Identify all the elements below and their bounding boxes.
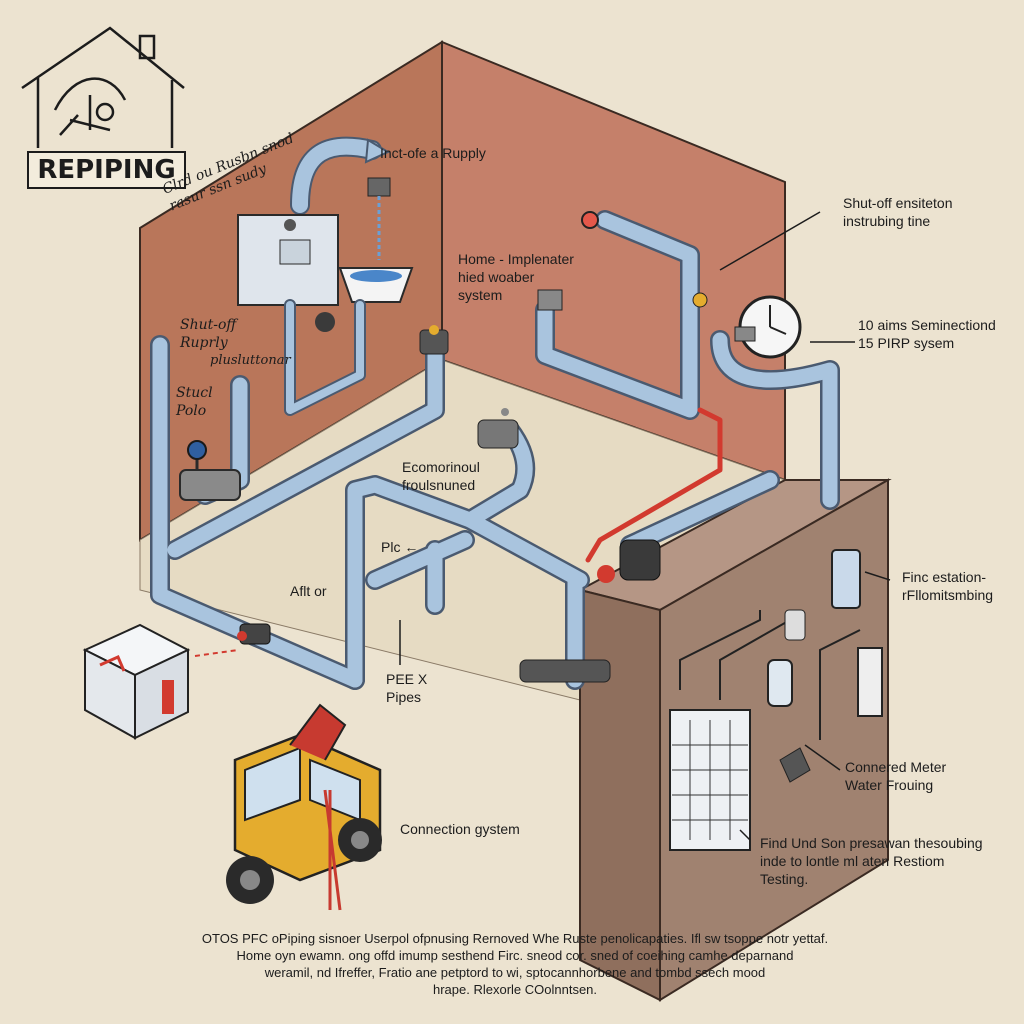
inline-valve-icon (237, 623, 271, 645)
repiping-logo: REPIPING (27, 151, 186, 189)
floor-drain (519, 659, 611, 683)
shutoff-valve-icon (179, 440, 241, 501)
label-plumbing-left: plusluttonar (210, 353, 291, 368)
label-fire-station: Finc estation- rFllomitsmbing (902, 569, 994, 603)
leader-lines (399, 211, 891, 841)
label-stud-pole: Stucl Polo (176, 385, 213, 419)
label-pipe-arrow: Plc ← (381, 539, 419, 555)
wall-valve-icon (315, 312, 335, 332)
label-supply-left: Shut-off Ruprly (180, 317, 237, 351)
label-after: Aflt or (290, 583, 327, 599)
utility-box-side (659, 478, 889, 1002)
label-shutoff-extension: Shut-off ensiteton instrubing tine (843, 195, 953, 229)
control-panel (857, 647, 883, 717)
fire-station-tank (831, 549, 861, 609)
hot-water-pipe (585, 407, 723, 563)
label-final-test: Find Und Son presawan thesoubing inde to… (760, 835, 983, 887)
label-home-water-system: Home - Implenater hied woaber system (458, 251, 574, 303)
clock-gauge-icon (734, 295, 802, 359)
plumber-truck-icon (226, 703, 382, 911)
water-meter (767, 659, 793, 707)
label-connected-meter: Connered Meter Water Frouing (845, 759, 947, 793)
faucet-tap-icon (477, 408, 519, 449)
label-inlet-supply: Inct-ofe a Rupply (380, 145, 486, 161)
label-connection-system: Connection gystem (400, 821, 520, 837)
filter-panel (669, 709, 751, 851)
pex-pipe-network (150, 210, 840, 690)
pump-valve-icon (597, 539, 661, 583)
footer-caption: OTOS PFC oPiping sisnoer Userpol ofpnusi… (201, 931, 829, 997)
water-heater-box-icon (82, 623, 239, 740)
label-economical: Ecomorinoul froulsnuned (402, 459, 480, 493)
house-logo-icon (21, 26, 185, 148)
label-sensor-line: 10 aims Seminectiond 15 PIRP sysem (858, 317, 996, 351)
label-pex-pipes: PEE X Pipes (386, 671, 428, 705)
junction-valve-icon (419, 325, 449, 355)
